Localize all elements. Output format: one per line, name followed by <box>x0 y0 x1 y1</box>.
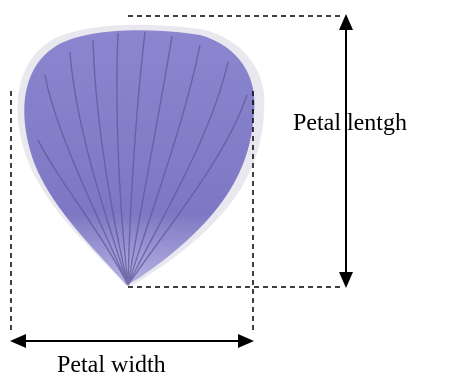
arrowhead-up-icon <box>339 14 353 30</box>
petal-image <box>24 30 254 285</box>
arrowhead-left-icon <box>10 334 26 348</box>
petal-width-arrow <box>10 334 254 348</box>
arrowhead-down-icon <box>339 272 353 288</box>
petal-length-arrow <box>339 14 353 288</box>
arrowhead-right-icon <box>238 334 254 348</box>
petal-length-label: Petal lentgh <box>293 111 407 135</box>
petal-width-label: Petal width <box>57 353 166 377</box>
